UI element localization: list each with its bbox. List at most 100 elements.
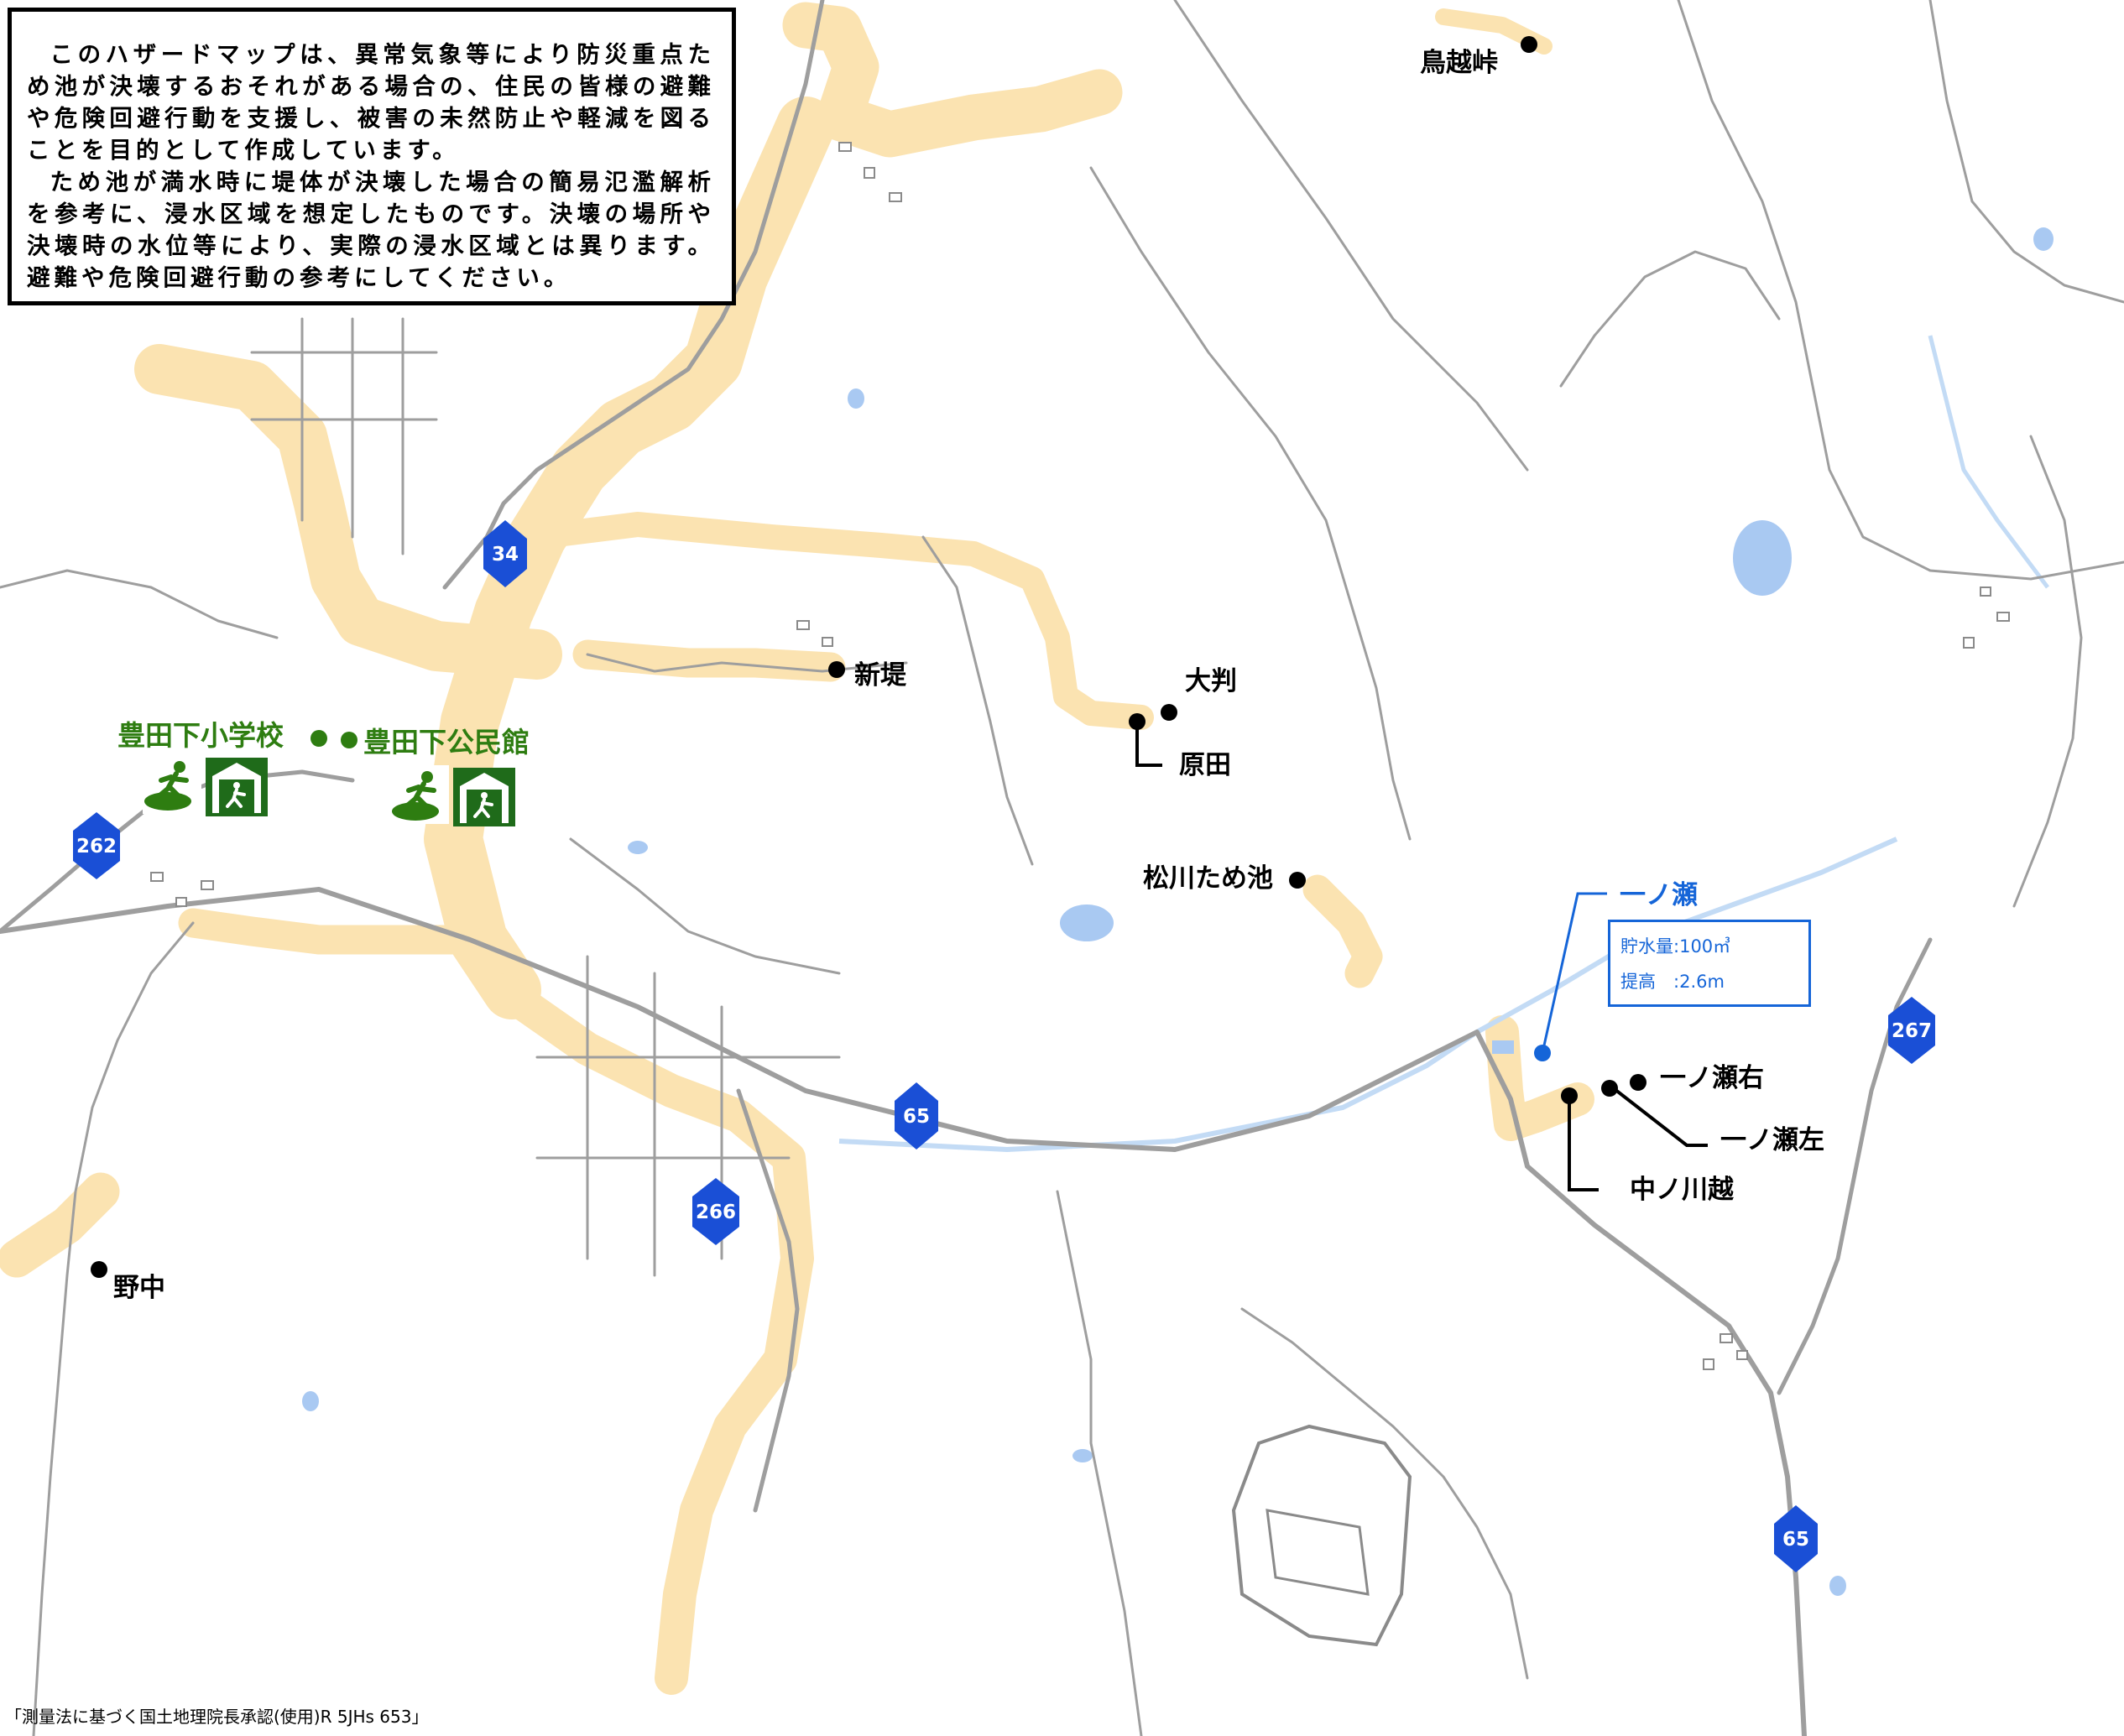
pond-label-oohan: 大判 — [1185, 666, 1237, 696]
route-shield-267: 267 — [1888, 997, 1935, 1064]
pond-ichinose-water — [1492, 1040, 1514, 1054]
marker-harada — [1129, 713, 1145, 730]
leader-lines — [1135, 723, 1708, 1191]
pond-label-ichinose-hidari: 一ノ瀬左 — [1720, 1125, 1824, 1155]
flood-zone-ichinose — [1485, 1015, 1594, 1141]
marker-nonaka — [91, 1261, 107, 1278]
marker-torigoe — [1521, 36, 1537, 53]
evacuation-site-icon — [143, 755, 201, 814]
route-label: 262 — [76, 836, 117, 858]
road-west-j — [0, 569, 279, 639]
leader-ichinose — [1541, 892, 1607, 1054]
route-shield-262: 262 — [73, 812, 120, 879]
road-central-k — [586, 653, 908, 673]
river-north — [1928, 335, 2049, 589]
road-mountain-b — [1173, 0, 1529, 472]
road-65 — [0, 887, 1807, 1736]
flood-zone-nonaka — [0, 1172, 120, 1278]
route-shields: 34 262 65 266 267 65 — [73, 520, 1935, 1572]
target-pond-label: 一ノ瀬 — [1620, 880, 1698, 910]
marker-ichinose-hidari — [1601, 1080, 1618, 1097]
road-west-i — [32, 921, 195, 1736]
road-east-e — [1928, 0, 2124, 304]
flood-zone-south — [487, 973, 814, 1695]
water-bodies — [302, 227, 2054, 1596]
racecourse — [1231, 1424, 1412, 1647]
evacuation-site-icon — [390, 765, 449, 824]
marker-nakanokawagoe — [1561, 1087, 1578, 1104]
height-label: 提高 — [1620, 972, 1656, 992]
racecourse-track — [1231, 1424, 1412, 1647]
road-mountain-c — [1677, 0, 2124, 581]
hazard-map-notice: このハザードマップは、異常気象等により防災重点ため池が決壊するおそれがある場合の… — [8, 8, 736, 305]
marker-school — [311, 730, 327, 747]
leader-ichinose-hidari — [1610, 1085, 1708, 1147]
shelter-label-school: 豊田下小学校 — [117, 719, 284, 752]
pond-label-torigoe: 鳥越峠 — [1420, 48, 1498, 78]
storage-row: 貯水量:100㎥ — [1620, 936, 1731, 957]
flood-zone-matsukawa — [1302, 874, 1383, 988]
road-south-h — [1056, 1190, 1143, 1736]
flood-zone-harada — [524, 512, 1154, 730]
evacuation-shelter-icon — [206, 758, 268, 816]
flood-zone-river — [424, 96, 835, 1019]
marker-shintsutsumi — [828, 661, 845, 678]
leader-harada — [1135, 723, 1162, 767]
notice-paragraph: このハザードマップは、異常気象等により防災重点ため池が決壊するおそれがある場合の… — [27, 41, 715, 164]
pond-misc-4 — [1072, 1449, 1093, 1462]
road-266 — [736, 1088, 800, 1513]
pond-north — [1733, 520, 1792, 596]
shelter-icons — [143, 755, 515, 826]
road-central-l — [921, 535, 1034, 866]
route-label: 266 — [696, 1202, 736, 1223]
height-row: 提高 :2.6m — [1620, 972, 1725, 992]
route-shield-65-south: 65 — [1774, 1505, 1818, 1572]
pond-label-ichinose-migi: 一ノ瀬右 — [1660, 1063, 1764, 1093]
route-label: 34 — [492, 544, 519, 566]
pond-misc-1 — [848, 388, 864, 409]
pond-markers — [91, 36, 1646, 1278]
road-267 — [1777, 937, 1933, 1395]
pond-label-nonaka: 野中 — [113, 1273, 165, 1303]
survey-approval-notice: 「測量法に基づく国土地理院長承認(使用)R 5JHs 653」 — [5, 1707, 429, 1727]
shelter-label-hall: 豊田下公民館 — [363, 726, 530, 759]
marker-matsukawa — [1289, 872, 1306, 889]
marker-oohan — [1161, 704, 1177, 721]
pond-misc-2 — [628, 841, 648, 854]
pond-label-harada: 原田 — [1179, 750, 1231, 780]
buildings — [150, 142, 2010, 1370]
pond-label-matsukawa: 松川ため池 — [1143, 863, 1273, 894]
storage-value: 100㎥ — [1679, 936, 1731, 957]
pond-label-nakanokawagoe: 中ノ川越 — [1630, 1175, 1734, 1205]
marker-ichinose — [1534, 1045, 1551, 1061]
road-south-g — [1240, 1307, 1529, 1680]
route-label: 267 — [1892, 1020, 1932, 1042]
pond-misc-3 — [302, 1391, 319, 1411]
storage-label: 貯水量 — [1620, 936, 1673, 957]
racecourse-inner — [1266, 1509, 1370, 1596]
marker-hall — [341, 732, 357, 748]
road-central-m — [569, 837, 841, 975]
road-mountain-a — [1089, 166, 1412, 841]
route-label: 65 — [1782, 1529, 1809, 1551]
road-34 — [442, 0, 825, 590]
pond-label-shintsutsumi: 新堤 — [854, 660, 906, 691]
notice-paragraph: ため池が満水時に堤体が決壊した場合の簡易氾濫解析を参考に、浸水区域を想定したもの… — [27, 169, 715, 291]
flood-zone-west — [178, 908, 485, 955]
evacuation-shelter-icon — [453, 768, 515, 826]
pond-misc-5 — [1829, 1576, 1846, 1596]
target-pond-info-box: 貯水量:100㎥ 提高 :2.6m — [1608, 920, 1811, 1007]
route-label: 65 — [903, 1106, 930, 1128]
height-value: 2.6m — [1679, 972, 1725, 992]
pond-east — [2033, 227, 2054, 251]
marker-ichinose-migi — [1630, 1074, 1646, 1091]
route-shield-65-west: 65 — [895, 1082, 938, 1150]
road-mountain-d — [1559, 250, 1781, 388]
route-shield-266: 266 — [692, 1178, 739, 1245]
leader-nakanokawagoe — [1568, 1097, 1599, 1191]
pond-central — [1060, 904, 1114, 941]
flood-zone-town — [134, 344, 562, 680]
flood-zone-north — [782, 2, 1123, 158]
